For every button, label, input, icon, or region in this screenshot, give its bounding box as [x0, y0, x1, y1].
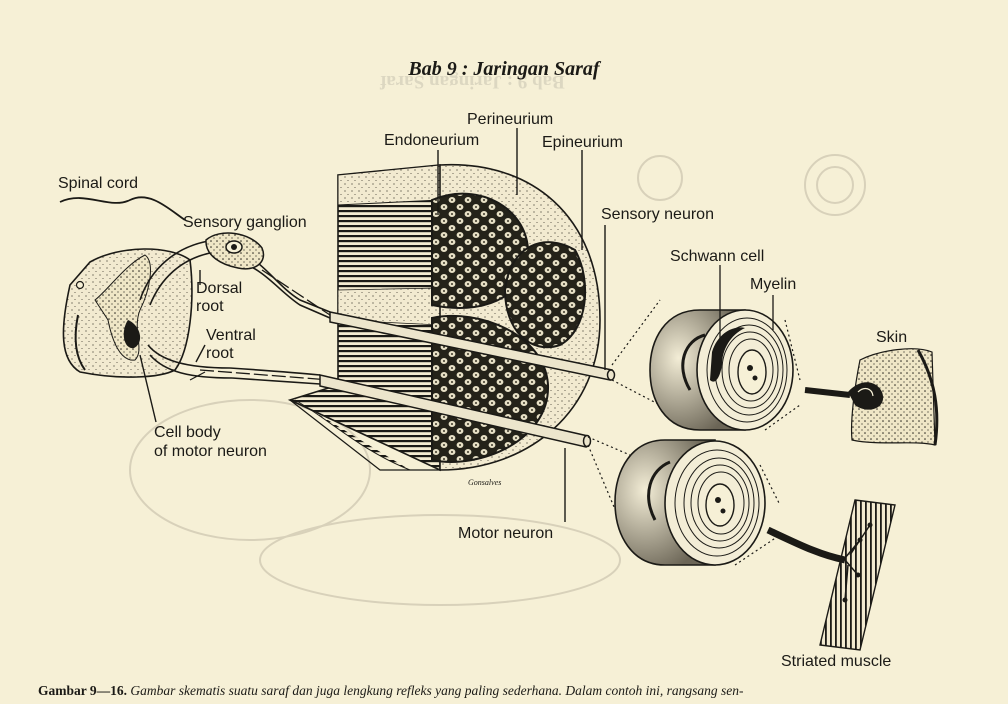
zoom-label-leaders	[719, 265, 774, 345]
label-leaders	[139, 128, 606, 522]
label-endoneurium: Endoneurium	[384, 132, 480, 149]
myelinated-fiber-lower	[614, 439, 766, 566]
label-epineurium: Epineurium	[542, 134, 623, 151]
neuron-rods	[319, 311, 616, 448]
label-cell-body-line2: of motor neuron	[154, 443, 267, 460]
bleed-through-marks	[129, 154, 866, 606]
page-title: Bab 9 : Jaringan Saraf	[408, 58, 600, 80]
label-skin: Skin	[876, 329, 908, 346]
label-motor-neuron: Motor neuron	[458, 525, 554, 542]
caption-text: Gambar skematis suatu saraf dan juga len…	[130, 683, 744, 698]
label-dorsal-root-line2: root	[196, 298, 224, 315]
sensory-ganglion	[205, 232, 265, 270]
label-ventral-root-line1: Ventral	[206, 327, 256, 344]
label-perineurium: Perineurium	[467, 111, 554, 128]
label-ventral-root-line2: root	[206, 345, 234, 362]
striated-muscle	[766, 499, 896, 651]
label-sensory-neuron: Sensory neuron	[601, 206, 714, 223]
spinal-cord	[59, 196, 193, 378]
skin-receptor	[804, 348, 939, 446]
illustrator-signature: Gonsalves	[468, 478, 501, 487]
label-dorsal-root-line1: Dorsal	[196, 280, 243, 297]
label-sensory-ganglion: Sensory ganglion	[183, 214, 307, 231]
label-striated-muscle: Striated muscle	[781, 653, 892, 670]
label-myelin: Myelin	[750, 276, 797, 293]
label-cell-body-line1: Cell body	[154, 424, 221, 441]
label-spinal-cord: Spinal cord	[58, 175, 139, 192]
caption-figure-number: Gambar 9—16.	[38, 683, 128, 698]
label-schwann-cell: Schwann cell	[670, 248, 765, 265]
figure-caption: Gambar 9—16. Gambar skematis suatu saraf…	[38, 683, 998, 699]
myelinated-fiber-upper	[649, 309, 794, 431]
axon-segments	[199, 269, 331, 381]
